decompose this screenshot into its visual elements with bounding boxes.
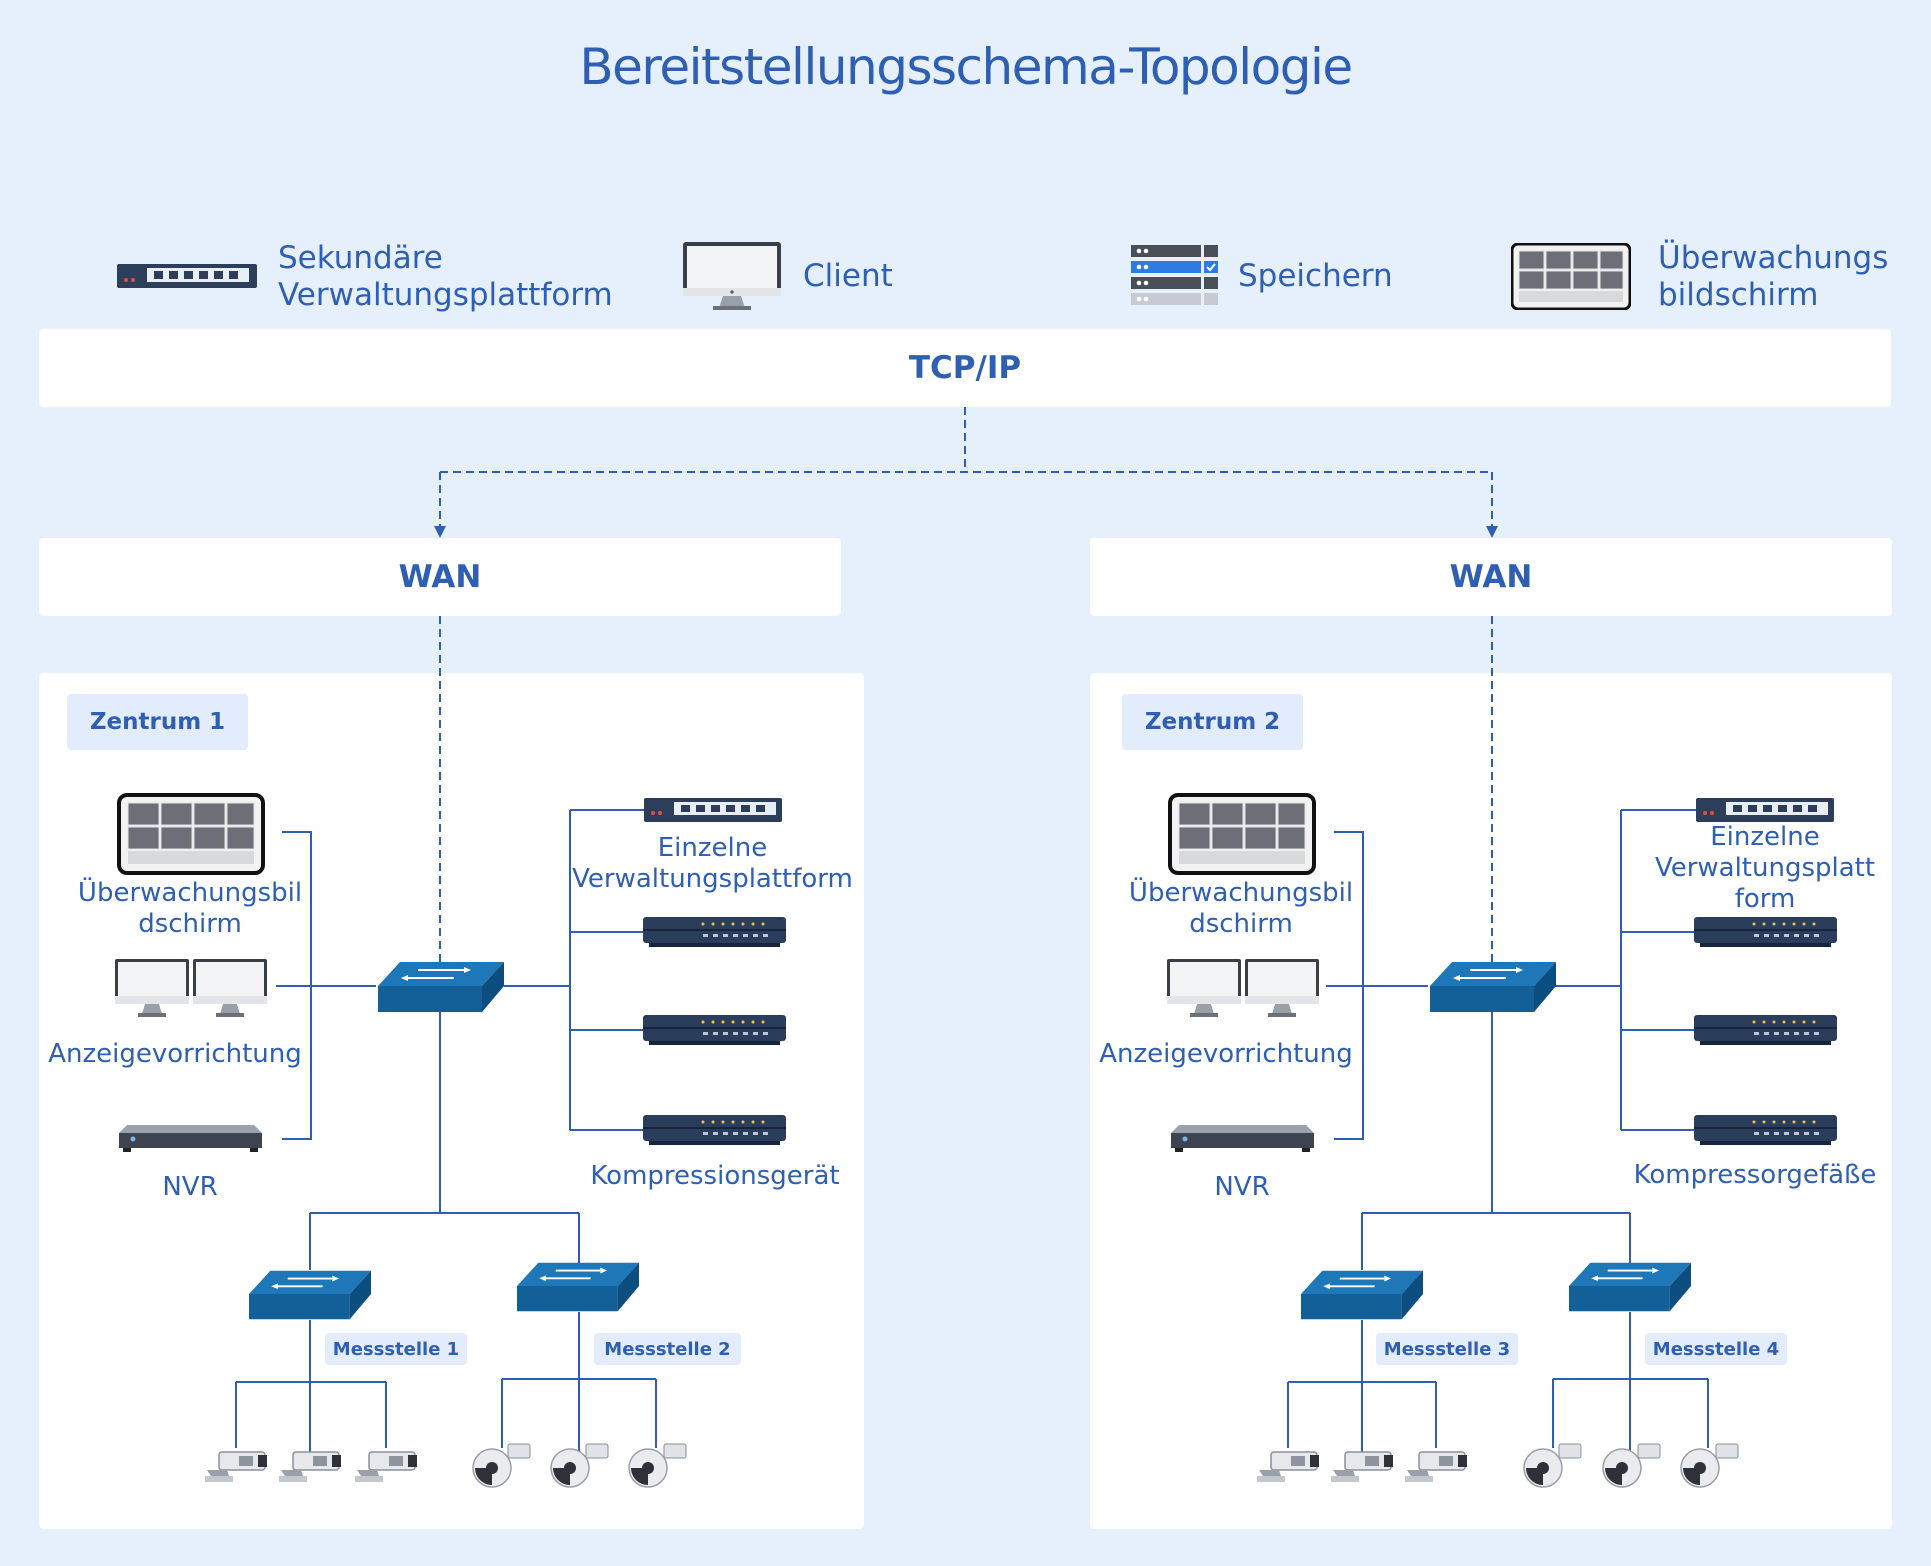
surveillance-screen-icon [1511,243,1631,310]
nvr-icon [119,1125,262,1152]
compression-device-icon [643,1015,786,1045]
access-switch-icon [249,1270,371,1320]
nvr-icon [1171,1125,1314,1152]
compression-device-icon [1694,1115,1837,1145]
compression-device-icon [643,917,786,947]
legend-label: Sekundäre [278,240,443,276]
tcpip-label: TCP/IP [908,350,1022,386]
compression-device-icon [643,1115,786,1145]
device-label: NVR [1214,1172,1270,1202]
dome-camera-icon [1680,1443,1739,1488]
management-platform-icon [1696,798,1834,822]
device-label: Einzelne [657,833,768,863]
device-label: Anzeigevorrichtung [1099,1039,1353,1069]
dome-camera-icon [472,1443,531,1488]
monitor-icon [683,242,781,310]
device-label: dschirm [1189,909,1293,939]
compression-device-icon [1694,917,1837,947]
wan-bar-left: WAN [39,538,841,616]
measuring-point-tag: Messstelle 4 [1645,1333,1787,1365]
dome-camera-icon [628,1443,687,1488]
legend-label: bildschirm [1658,277,1819,313]
legend-label: Verwaltungsplattform [278,277,613,313]
measuring-point-tag: Messstelle 3 [1376,1333,1518,1365]
surveillance-screen-icon [117,793,265,875]
management-platform-icon [644,798,782,822]
display-device-icon [115,959,267,1017]
measuring-point-tag: Messstelle 1 [325,1333,467,1365]
tcpip-bar: TCP/IP [39,329,1891,407]
access-switch-icon [1301,1270,1423,1320]
device-label: form [1734,884,1796,914]
core-switch-icon [1430,962,1556,1012]
measuring-point-tag: Messstelle 2 [594,1333,741,1365]
storage-server-icon [1131,245,1218,305]
legend-label: Speichern [1238,258,1393,294]
core-switch-icon [378,962,504,1012]
dome-camera-icon [1523,1443,1582,1488]
display-device-icon [1167,959,1319,1017]
dome-camera-icon [1602,1443,1661,1488]
bullet-camera-icon [1257,1451,1319,1482]
page-title: Bereitstellungsschema-Topologie [579,38,1353,96]
device-label: dschirm [138,909,242,939]
center-tag: Zentrum 2 [1122,694,1303,750]
device-label: Verwaltungsplatt [1654,853,1876,883]
bullet-camera-icon [355,1451,417,1482]
bullet-camera-icon [1331,1451,1393,1482]
switch-icon [117,264,257,288]
legend-label: Client [803,258,893,294]
device-label: Einzelne [1710,822,1820,852]
bullet-camera-icon [279,1451,341,1482]
device-label: Überwachungsbil [1128,878,1354,908]
access-switch-icon [1569,1262,1691,1312]
surveillance-screen-icon [1168,793,1316,875]
wan-label: WAN [398,559,482,595]
device-label: Kompressorgefäße [1633,1160,1877,1190]
wan-label: WAN [1449,559,1533,595]
access-switch-icon [517,1262,639,1312]
bullet-camera-icon [1405,1451,1467,1482]
legend-label: Überwachungs [1658,240,1889,276]
device-label: Kompressionsgerät [590,1161,840,1191]
bullet-camera-icon [205,1451,267,1482]
wan-bar-right: WAN [1090,538,1892,616]
device-label: Überwachungsbil [77,878,303,908]
center-tag: Zentrum 1 [67,694,248,750]
device-label: NVR [162,1172,218,1202]
compression-device-icon [1694,1015,1837,1045]
device-label: Anzeigevorrichtung [48,1039,302,1069]
dome-camera-icon [550,1443,609,1488]
device-label: Verwaltungsplattform [572,864,853,894]
